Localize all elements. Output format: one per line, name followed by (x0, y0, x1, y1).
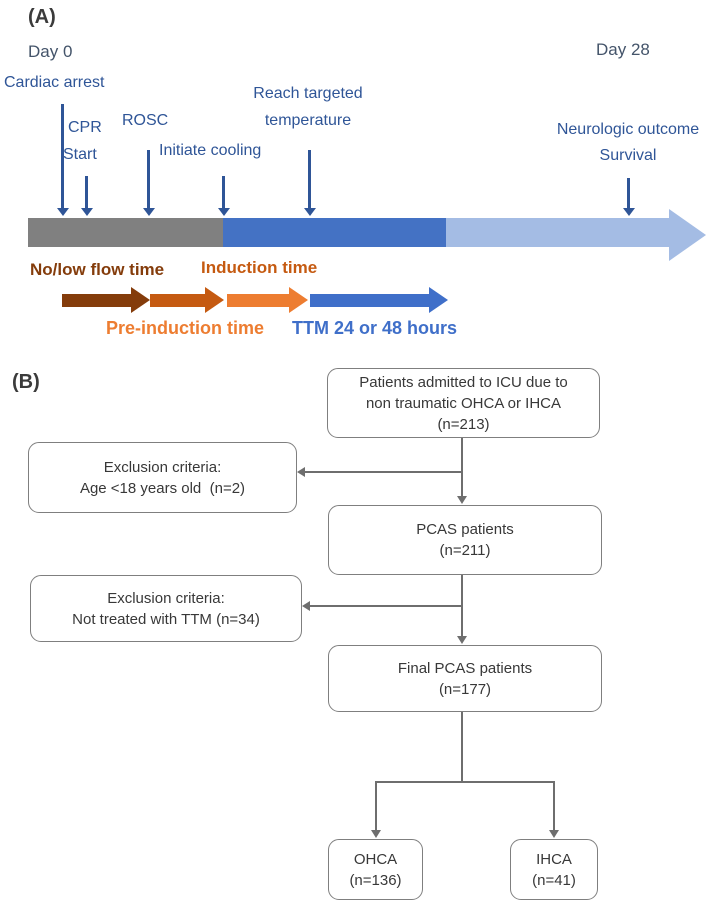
timeline-start-label: Day 0 (28, 42, 73, 61)
phase-arrow-induction (227, 287, 308, 313)
event-label-outcome-line2: Survival (599, 147, 657, 164)
flow-box-ihca: IHCA (n=41) (510, 839, 598, 900)
arrowhead-into-exclusion2-icon (302, 601, 310, 611)
connector-branch-ihca (553, 781, 555, 831)
arrowhead-into-ohca-icon (371, 830, 381, 838)
down-arrow-icon-rosc (142, 150, 155, 216)
flow-box-admitted-line2: non traumatic OHCA or IHCA (365, 394, 562, 412)
connector-branch-horizontal (375, 781, 555, 783)
event-label-initiate-cooling: Initiate cooling (159, 142, 262, 159)
flow-box-final-line1: Final PCAS patients (397, 659, 533, 677)
down-arrow-icon-outcome (622, 178, 635, 216)
down-arrow-icon-reach-target (303, 150, 316, 216)
down-arrow-icon-initiate-cooling (217, 176, 230, 216)
flow-box-pcas-line1: PCAS patients (416, 521, 514, 538)
flow-box-exclusion1-line2: Age <18 years old (n=2) (79, 479, 246, 497)
event-label-reach-target-line1: Reach targeted (253, 85, 363, 102)
flow-box-final: Final PCAS patients (n=177) (328, 645, 602, 712)
panel-a-label: (A) (28, 6, 56, 28)
timeline-bar-blue-segment (223, 218, 446, 247)
flow-box-exclusion2-line1: Exclusion criteria: (107, 589, 225, 607)
event-label-cpr-line1: CPR (68, 119, 102, 136)
flow-box-ohca: OHCA (n=136) (328, 839, 423, 900)
phase-arrow-no-low-flow (62, 287, 150, 313)
arrowhead-into-exclusion1-icon (297, 467, 305, 477)
flow-box-final-line2: (n=177) (438, 680, 492, 698)
arrowhead-into-final-icon (457, 636, 467, 644)
event-label-cardiac-arrest: Cardiac arrest (4, 74, 105, 91)
event-label-outcome-line1: Neurologic outcome (556, 121, 700, 138)
timeline-end-label: Day 28 (596, 40, 650, 59)
flow-box-ihca-line1: IHCA (536, 850, 572, 868)
connector-to-exclusion1 (305, 471, 463, 473)
flow-box-exclusion2-line2: Not treated with TTM (n=34) (72, 610, 260, 628)
phase-label-pre-induction: Pre-induction time (106, 318, 265, 338)
flow-box-admitted-line1: Patients admitted to ICU due to (359, 373, 568, 391)
down-arrow-icon-cpr-start (80, 176, 93, 216)
connector-to-exclusion2 (310, 605, 463, 607)
phase-arrow-pre-induction (150, 287, 224, 313)
flow-box-exclusion1: Exclusion criteria: Age <18 years old (n… (28, 442, 297, 513)
arrowhead-into-pcas-icon (457, 496, 467, 504)
phase-label-no-low-flow: No/low flow time (30, 260, 165, 279)
connector-branch-ohca (375, 781, 377, 831)
flow-box-exclusion1-line1: Exclusion criteria: (103, 458, 222, 476)
phase-label-induction: Induction time (201, 258, 318, 277)
flow-box-admitted-line3: (n=213) (437, 415, 490, 433)
flow-box-ohca-line2: (n=136) (349, 871, 402, 889)
flow-box-pcas-line2: (n=211) (439, 542, 491, 559)
timeline-bar-gray-segment (28, 218, 223, 247)
arrowhead-into-ihca-icon (549, 830, 559, 838)
flow-box-ihca-line2: (n=41) (532, 871, 576, 889)
event-label-cpr-line2: Start (63, 146, 97, 163)
flow-box-exclusion2: Exclusion criteria: Not treated with TTM… (30, 575, 302, 642)
connector-final-down (461, 712, 463, 783)
flow-box-pcas: PCAS patients (n=211) (328, 505, 602, 575)
phase-arrow-ttm (310, 287, 448, 313)
down-arrow-icon-cardiac-arrest (56, 104, 69, 216)
phase-label-ttm: TTM 24 or 48 hours (292, 318, 458, 338)
timeline-bar-arrowhead-icon (669, 209, 706, 261)
event-label-reach-target-line2: temperature (264, 112, 352, 129)
panel-b-label: (B) (12, 371, 40, 393)
flow-box-ohca-line1: OHCA (353, 850, 398, 868)
event-label-rosc: ROSC (122, 112, 169, 129)
timeline-bar-light-segment (446, 218, 669, 247)
connector-admitted-to-pcas (461, 437, 463, 497)
flow-box-admitted: Patients admitted to ICU due to non trau… (327, 368, 600, 438)
